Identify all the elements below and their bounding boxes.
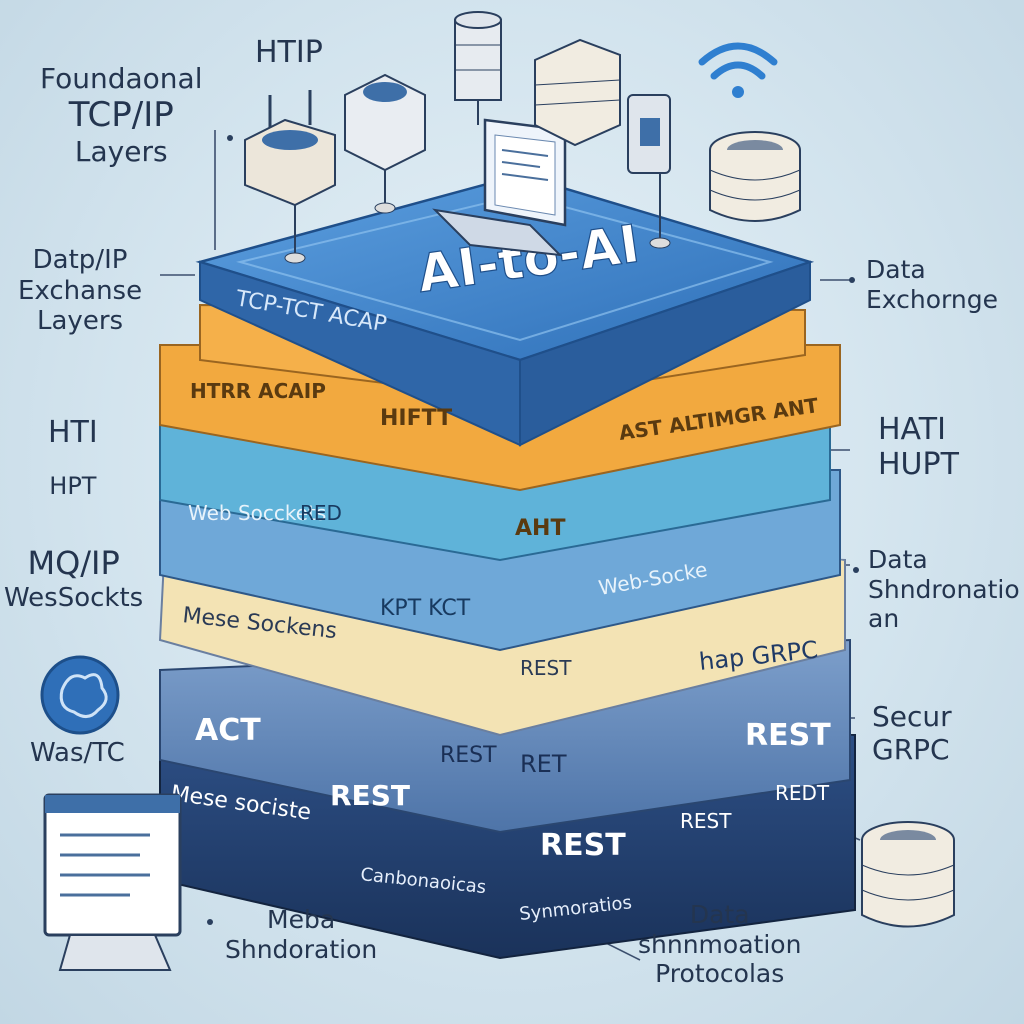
label-http-text: HTIP (255, 35, 323, 70)
label-secur-line1: Secur (872, 700, 952, 733)
server-stack-icon (861, 821, 955, 928)
label-data-protocols: Data shnnmoation Protocolas (638, 900, 801, 989)
label-data-exchange: Data Exchornge (866, 255, 998, 314)
label-data-sync-line1: Data (868, 545, 928, 574)
label-secur-line2: GRPC (872, 733, 950, 767)
device-icon (627, 94, 671, 249)
label-data-protocols-line3: Protocolas (655, 959, 785, 988)
label-mqip-line2: WesSockts (4, 582, 144, 613)
label-foundational: Foundaonal TCP/IP Layers (40, 62, 202, 168)
navy-text-3: REST (540, 828, 626, 863)
navy-text-2: REST (330, 779, 410, 812)
router-icon (244, 90, 336, 264)
stack-icon (534, 38, 621, 147)
label-hati: HATI HUPT (878, 412, 959, 483)
label-hti-line1: HTI (48, 415, 98, 450)
label-mqip: MQ/IP WesSockts (4, 544, 144, 613)
label-meba: Meba Shndoration (225, 905, 377, 964)
navy-text-7: REST (680, 809, 732, 833)
label-exchange-line3: Layers (37, 306, 124, 337)
label-foundational-line1: Foundaonal (40, 62, 203, 95)
label-hati-line2: HUPT (878, 447, 959, 483)
label-wastc-text: Was/TC (30, 738, 125, 768)
label-secur: Secur GRPC (872, 700, 952, 766)
label-hati-line1: HATI (878, 412, 946, 447)
label-data-sync-line2: Shndronatio (868, 574, 1020, 604)
navy-text-4: REDT (775, 781, 830, 805)
layer-top (195, 173, 815, 447)
orange-text-3: AHT (515, 516, 565, 541)
steel-text-1: ACT (195, 713, 261, 748)
label-foundational-line2: TCP/IP (68, 95, 174, 136)
label-exchange: Datp/IP Exchanse Layers (18, 245, 142, 337)
label-meba-line2: Shndoration (225, 934, 378, 964)
label-data-protocols-line2: shnnmoation (638, 929, 802, 959)
label-data-sync: Data Shndronatio an (868, 545, 1020, 634)
label-data-sync-line3: an (868, 604, 900, 633)
label-foundational-line3: Layers (74, 135, 168, 169)
database-icon (454, 11, 502, 125)
steel-text-3: RET (520, 750, 567, 778)
brain-icon (40, 655, 120, 735)
label-data-exchange-line2: Exchornge (866, 284, 998, 314)
bullet-dots (207, 135, 859, 925)
label-data-exchange-line1: Data (866, 255, 926, 284)
label-wastc: Was/TC (30, 738, 125, 769)
server-icon (344, 73, 426, 214)
label-data-protocols-line1: Data (689, 900, 750, 929)
teal-text-1: Web Socckets (188, 501, 326, 525)
teal-text-2: RED (300, 501, 342, 525)
cream-text-2: REST (520, 656, 572, 680)
disk-stack-icon (709, 131, 801, 222)
steel-text-4: REST (745, 718, 831, 753)
label-meba-line1: Meba (267, 905, 336, 934)
orange-text-2: HIFTT (380, 406, 452, 431)
orange-text-1: HTRR ACAIP (190, 379, 326, 403)
label-hti-line2: HPT (49, 472, 97, 501)
label-exchange-line2: Exchanse (18, 275, 143, 306)
laptop-icon (432, 118, 567, 257)
label-exchange-line1: Datp/IP (32, 245, 128, 275)
teal-text-3: KPT KCT (380, 596, 471, 621)
label-hti: HTI HPT (48, 415, 98, 501)
steel-text-2: REST (440, 743, 497, 768)
label-mqip-line1: MQ/IP (27, 544, 120, 582)
wifi-icon (698, 42, 778, 98)
label-http-top: HTIP (255, 35, 323, 70)
monitor-icon (43, 793, 182, 971)
